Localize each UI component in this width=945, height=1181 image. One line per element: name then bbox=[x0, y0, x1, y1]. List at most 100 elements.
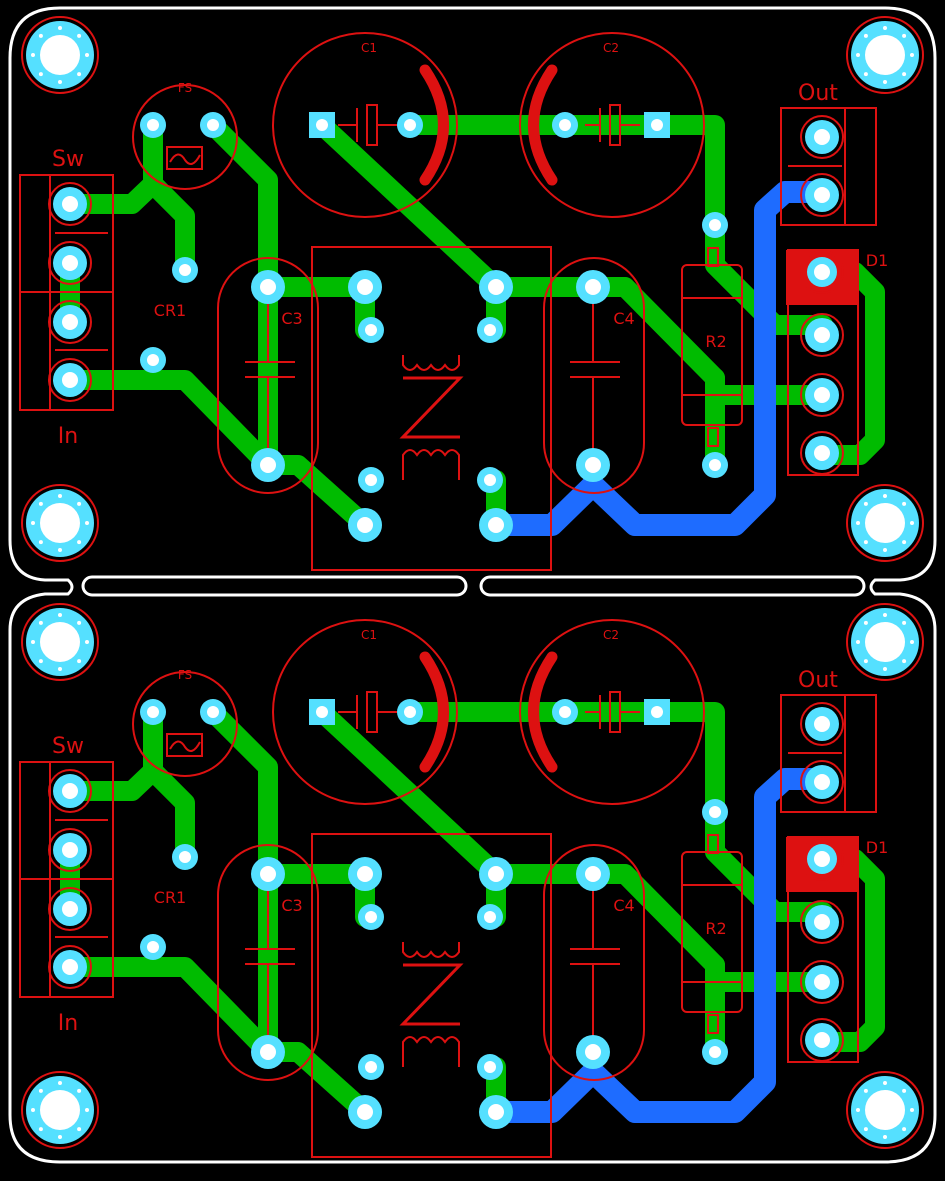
top-trace bbox=[143, 761, 195, 867]
pad-drill bbox=[316, 706, 328, 718]
pad-drill bbox=[559, 706, 571, 718]
mounting-hole-ring bbox=[846, 1071, 924, 1149]
mounting-via bbox=[58, 494, 62, 498]
mounting-via bbox=[910, 521, 914, 525]
pad-drill bbox=[814, 129, 830, 145]
r2-lead-bottom bbox=[707, 427, 719, 447]
mounting-via bbox=[77, 72, 82, 77]
mounting-via bbox=[38, 620, 43, 625]
pad-drill bbox=[814, 187, 830, 203]
mounting-via bbox=[856, 1108, 860, 1112]
label-r2: R2 bbox=[705, 332, 726, 351]
pad-drill bbox=[365, 911, 377, 923]
pad-drill bbox=[709, 1046, 721, 1058]
pad-ring bbox=[800, 115, 844, 159]
bottom-copper-traces bbox=[485, 181, 833, 536]
pad-drill bbox=[814, 264, 830, 280]
fuse-symbol bbox=[166, 146, 203, 170]
pad-ring bbox=[800, 1018, 844, 1062]
c2-polarity-arc bbox=[528, 64, 558, 186]
pad-ring bbox=[800, 900, 844, 944]
mounting-via bbox=[77, 540, 82, 545]
pad-drill bbox=[62, 783, 78, 799]
mounting-hole bbox=[865, 1090, 905, 1130]
out-terminal bbox=[780, 694, 877, 813]
pad-drill bbox=[484, 1061, 496, 1073]
mounting-via bbox=[58, 26, 62, 30]
pad-drill bbox=[62, 901, 78, 917]
label-c4: C4 bbox=[613, 309, 634, 328]
r2-bands bbox=[682, 297, 742, 396]
sw-in-terminal-lines bbox=[20, 175, 113, 410]
bottom-copper-traces bbox=[485, 768, 833, 1123]
inductor-outline bbox=[311, 833, 552, 1158]
label-out: Out bbox=[798, 668, 838, 693]
pad-drill bbox=[147, 941, 159, 953]
r2-lead-bottom bbox=[707, 1014, 719, 1034]
mounting-via bbox=[863, 1127, 868, 1132]
pad-ring bbox=[800, 837, 844, 881]
inductor-outline bbox=[311, 246, 552, 571]
mounting-via bbox=[863, 540, 868, 545]
mounting-via bbox=[38, 1127, 43, 1132]
pad-drill bbox=[814, 327, 830, 343]
mounting-via bbox=[902, 659, 907, 664]
c2-polarity-arc bbox=[528, 651, 558, 773]
mounting-via bbox=[38, 501, 43, 506]
pad-drill bbox=[147, 354, 159, 366]
top-trace bbox=[647, 115, 725, 240]
pad-drill bbox=[651, 706, 663, 718]
label-c4: C4 bbox=[613, 896, 634, 915]
pad-ring bbox=[800, 760, 844, 804]
label-d1: D1 bbox=[866, 251, 889, 270]
mounting-via bbox=[31, 1108, 35, 1112]
pad-drill bbox=[709, 459, 721, 471]
top-trace bbox=[143, 174, 195, 280]
pad-drill bbox=[62, 959, 78, 975]
pad-drill bbox=[357, 517, 373, 533]
fuse-symbol bbox=[166, 733, 203, 757]
c1-symbol bbox=[338, 104, 397, 146]
pad-drill bbox=[814, 445, 830, 461]
inductor-coil-top bbox=[402, 942, 460, 958]
pad-drill bbox=[260, 279, 276, 295]
mounting-hole bbox=[865, 622, 905, 662]
pad-ring bbox=[48, 182, 92, 226]
mounting-via bbox=[856, 521, 860, 525]
pad-drill bbox=[585, 457, 601, 473]
pad-ring bbox=[800, 702, 844, 746]
out-terminal-lines bbox=[788, 108, 846, 225]
pad-drill bbox=[207, 706, 219, 718]
label-fuse: FS bbox=[178, 668, 192, 682]
pad-drill bbox=[62, 842, 78, 858]
label-r2: R2 bbox=[705, 919, 726, 938]
pad-ring bbox=[800, 250, 844, 294]
pad-drill bbox=[316, 119, 328, 131]
top-trace bbox=[60, 115, 163, 214]
top-trace bbox=[60, 702, 163, 801]
mounting-via bbox=[883, 613, 887, 617]
c2-symbol bbox=[585, 104, 640, 146]
top-trace bbox=[312, 702, 506, 927]
mounting-via bbox=[77, 501, 82, 506]
pad-drill bbox=[62, 196, 78, 212]
mounting-via bbox=[902, 501, 907, 506]
mounting-via bbox=[77, 1088, 82, 1093]
mounting-hole-ring bbox=[21, 1071, 99, 1149]
pad-drill bbox=[585, 279, 601, 295]
mounting-via bbox=[77, 620, 82, 625]
c1-polarity-arc bbox=[419, 651, 449, 773]
mounting-hole-ring bbox=[846, 484, 924, 562]
label-out: Out bbox=[798, 81, 838, 106]
mounting-via bbox=[910, 640, 914, 644]
c3-outline bbox=[217, 844, 319, 1081]
pad-drill bbox=[814, 774, 830, 790]
mounting-via bbox=[883, 1081, 887, 1085]
pad-drill bbox=[488, 1104, 504, 1120]
mounting-via bbox=[38, 540, 43, 545]
inductor-core bbox=[399, 963, 464, 1026]
mounting-via bbox=[31, 521, 35, 525]
top-trace bbox=[647, 702, 725, 827]
label-in: In bbox=[58, 1011, 78, 1036]
